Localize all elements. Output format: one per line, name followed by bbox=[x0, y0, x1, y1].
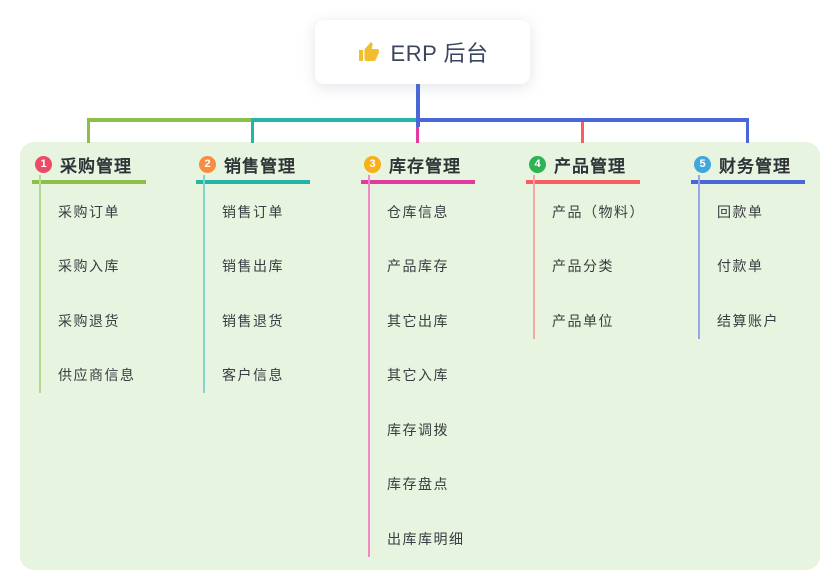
child-node[interactable]: 销售退货 bbox=[205, 284, 308, 339]
branch-2-drop-line bbox=[251, 118, 254, 143]
child-node-label: 采购订单 bbox=[58, 203, 120, 220]
child-node-label: 回款单 bbox=[717, 203, 764, 220]
child-node-label: 出库库明细 bbox=[387, 530, 465, 547]
branch-node-5[interactable]: 5 财务管理 bbox=[691, 149, 805, 184]
child-node-label: 销售出库 bbox=[222, 258, 284, 274]
branch-number-badge: 4 bbox=[529, 156, 546, 173]
child-node[interactable]: 其它出库 bbox=[370, 284, 473, 339]
child-node-label: 其它出库 bbox=[387, 312, 449, 329]
branch-3-children: 仓库信息产品库存其它出库其它入库库存调拨库存盘点出库库明细 bbox=[368, 175, 489, 557]
branch-node-1[interactable]: 1 采购管理 bbox=[32, 149, 146, 184]
child-node[interactable]: 仓库信息 bbox=[370, 175, 473, 230]
child-node[interactable]: 采购订单 bbox=[41, 175, 144, 230]
branch-node-2[interactable]: 2 销售管理 bbox=[196, 149, 310, 184]
child-node[interactable]: 库存调拨 bbox=[370, 393, 473, 448]
child-node-label: 产品（物料） bbox=[552, 203, 645, 220]
branch-4-children: 产品（物料） 产品分类产品单位 bbox=[533, 175, 669, 339]
child-node-label: 产品库存 bbox=[387, 258, 449, 274]
thumbs-up-icon bbox=[357, 40, 381, 64]
child-node-label: 库存盘点 bbox=[387, 476, 449, 492]
child-node[interactable]: 采购入库 bbox=[41, 230, 144, 285]
branch-title: 销售管理 bbox=[224, 157, 296, 176]
child-node-label: 销售订单 bbox=[222, 203, 284, 220]
branch-title: 财务管理 bbox=[719, 157, 791, 176]
child-node[interactable]: 回款单 bbox=[700, 175, 788, 230]
root-node[interactable]: ERP 后台 bbox=[315, 20, 530, 84]
bus-segment-mid bbox=[251, 118, 418, 122]
bus-segment-left bbox=[87, 118, 251, 122]
child-node-label: 付款单 bbox=[717, 258, 764, 274]
root-node-label: ERP 后台 bbox=[390, 41, 489, 66]
child-node-label: 产品单位 bbox=[552, 312, 614, 329]
child-node[interactable]: 销售订单 bbox=[205, 175, 308, 230]
child-node-label: 采购入库 bbox=[58, 258, 120, 274]
root-connector-line bbox=[416, 84, 420, 127]
branch-node-4[interactable]: 4 产品管理 bbox=[526, 149, 640, 184]
branch-title: 采购管理 bbox=[60, 157, 132, 176]
child-node-label: 供应商信息 bbox=[58, 367, 136, 383]
child-node-label: 销售退货 bbox=[222, 312, 284, 329]
child-node-label: 采购退货 bbox=[58, 312, 120, 329]
branch-title: 库存管理 bbox=[389, 157, 461, 176]
branch-number-badge: 5 bbox=[694, 156, 711, 173]
branch-number-badge: 1 bbox=[35, 156, 52, 173]
child-node-label: 仓库信息 bbox=[387, 203, 449, 220]
branch-2-children: 销售订单销售出库销售退货客户信息 bbox=[203, 175, 308, 393]
child-node[interactable]: 产品库存 bbox=[370, 230, 473, 285]
child-node-label: 结算账户 bbox=[717, 312, 779, 329]
branch-number-badge: 3 bbox=[364, 156, 381, 173]
branch-4-drop-line bbox=[581, 118, 584, 143]
child-node[interactable]: 付款单 bbox=[700, 230, 788, 285]
branch-1-children: 采购订单采购入库采购退货供应商信息 bbox=[39, 175, 160, 393]
child-node[interactable]: 其它入库 bbox=[370, 339, 473, 394]
branches-panel bbox=[20, 142, 820, 570]
child-node[interactable]: 销售出库 bbox=[205, 230, 308, 285]
branch-3-drop-line bbox=[416, 118, 419, 143]
child-node-label: 库存调拨 bbox=[387, 421, 449, 438]
child-node[interactable]: 产品单位 bbox=[535, 284, 638, 339]
branch-number-badge: 2 bbox=[199, 156, 216, 173]
child-node[interactable]: 采购退货 bbox=[41, 284, 144, 339]
branch-5-children: 回款单付款单结算账户 bbox=[698, 175, 803, 339]
child-node[interactable]: 库存盘点 bbox=[370, 448, 473, 503]
branch-1-drop-line bbox=[87, 118, 90, 143]
branch-title: 产品管理 bbox=[554, 157, 626, 176]
child-node-label: 其它入库 bbox=[387, 367, 449, 383]
child-node-label: 产品分类 bbox=[552, 258, 614, 274]
branch-5-drop-line bbox=[746, 118, 749, 143]
child-node[interactable]: 结算账户 bbox=[700, 284, 803, 339]
child-node-label: 客户信息 bbox=[222, 367, 284, 383]
bus-segment-right bbox=[418, 118, 749, 122]
child-node[interactable]: 客户信息 bbox=[205, 339, 308, 394]
child-node[interactable]: 供应商信息 bbox=[41, 339, 160, 394]
child-node[interactable]: 出库库明细 bbox=[370, 502, 489, 557]
child-node[interactable]: 产品分类 bbox=[535, 230, 638, 285]
child-node[interactable]: 产品（物料） bbox=[535, 175, 669, 230]
branch-node-3[interactable]: 3 库存管理 bbox=[361, 149, 475, 184]
